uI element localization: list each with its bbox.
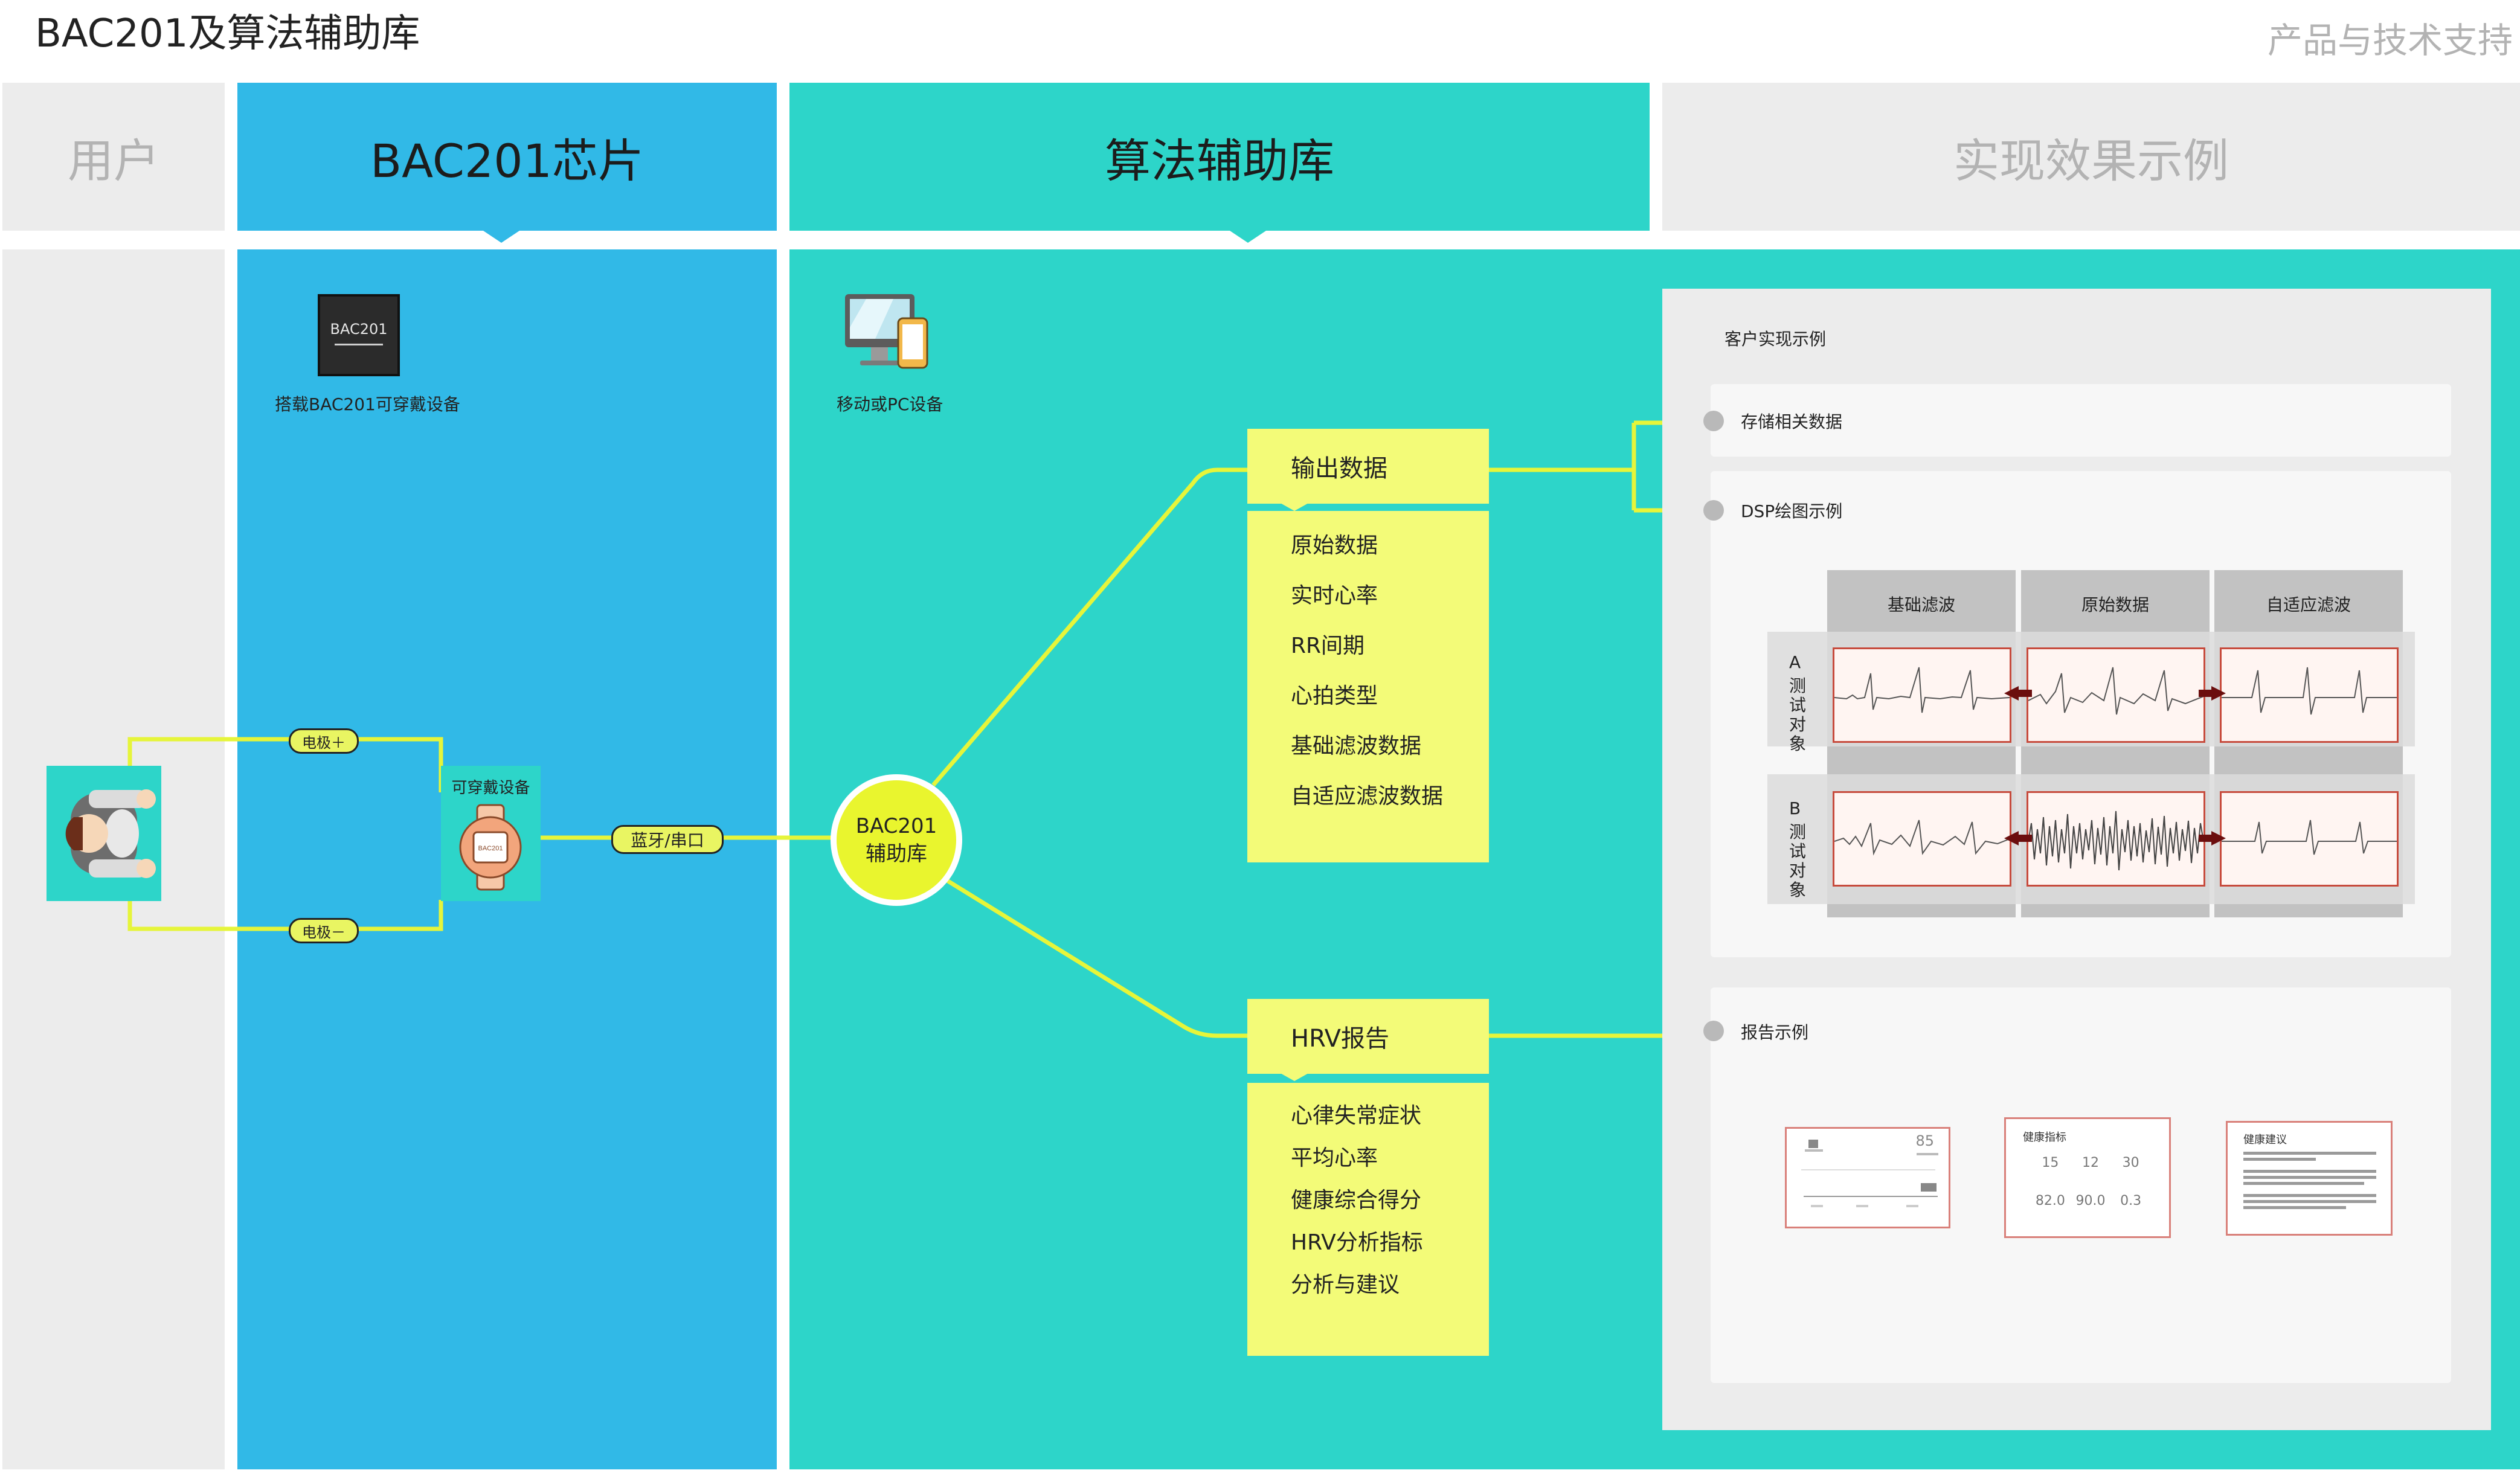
metric-value: 15	[2042, 1155, 2059, 1170]
column-header-chip: BAC201芯片	[237, 83, 777, 231]
storage-label: 存储相关数据	[1741, 412, 1843, 432]
metric-value: 90.0	[2075, 1193, 2106, 1208]
hrv-report-header: HRV报告	[1247, 999, 1489, 1074]
advice-text-lines	[2243, 1152, 2376, 1209]
person-icon	[65, 789, 156, 878]
storage-bullet	[1703, 411, 1724, 431]
storage-card	[1711, 384, 2451, 457]
row-b-label: 测试对象	[1789, 822, 1807, 900]
hrv-item: 平均心率	[1291, 1146, 1378, 1170]
demo-panel-title: 客户实现示例	[1724, 329, 1827, 349]
hrv-item: 心律失常症状	[1291, 1103, 1422, 1128]
report-score-thumb: 85	[1785, 1127, 1950, 1228]
metric-value: 12	[2081, 1155, 2099, 1170]
hrv-header-pointer	[1279, 1073, 1310, 1081]
score-graphic	[1801, 1140, 1938, 1207]
column-header-demo: 实现效果示例	[1662, 83, 2520, 231]
chip-icon: BAC201	[318, 294, 400, 376]
hrv-report-list: 心律失常症状 平均心率 健康综合得分 HRV分析指标 分析与建议	[1247, 1083, 1489, 1356]
wave-header-adaptive: 自适应滤波	[2266, 595, 2351, 615]
hub-circle: BAC201 辅助库	[837, 780, 956, 900]
output-item: 自适应滤波数据	[1291, 784, 1444, 809]
chip-icon-label: BAC201	[330, 321, 388, 338]
report-bullet	[1703, 1021, 1724, 1041]
report-metrics-thumb: 健康指标 15 12 30 82.0 90.0 0.3	[2004, 1117, 2171, 1238]
hrv-item: 健康综合得分	[1291, 1188, 1422, 1213]
column-header-algo: 算法辅助库	[789, 83, 1650, 231]
output-header-pointer	[1279, 502, 1310, 511]
output-data-list: 原始数据 实时心率 RR间期 心拍类型 基础滤波数据 自适应滤波数据	[1247, 511, 1489, 862]
user-figure	[47, 766, 161, 901]
algo-device-caption: 移动或PC设备	[837, 394, 943, 414]
electrode-plus-tag: 电极＋	[289, 728, 359, 754]
row-a-letter: A	[1789, 652, 1801, 672]
page-title: BAC201及算法辅助库	[35, 11, 420, 56]
row-a-label: 测试对象	[1789, 676, 1807, 754]
output-item: 实时心率	[1291, 583, 1378, 608]
column-header-user: 用户	[2, 83, 225, 231]
row-b-letter: B	[1789, 798, 1801, 818]
score-value: 85	[1915, 1132, 1934, 1149]
report-label: 报告示例	[1741, 1022, 1809, 1042]
hrv-item: 分析与建议	[1291, 1272, 1400, 1297]
metrics-title: 健康指标	[2023, 1131, 2066, 1144]
output-item: 心拍类型	[1291, 684, 1378, 708]
report-advice-thumb: 健康建议	[2226, 1121, 2393, 1236]
dsp-label: DSP绘图示例	[1741, 501, 1843, 521]
output-item: RR间期	[1291, 634, 1365, 658]
metric-value: 82.0	[2035, 1193, 2065, 1208]
hub-line2: 辅助库	[866, 842, 927, 866]
electrode-minus-tag: 电极－	[289, 918, 359, 943]
metrics-grid: 15 12 30 82.0 90.0 0.3	[2030, 1155, 2151, 1208]
metric-value: 0.3	[2120, 1193, 2142, 1208]
output-data-header: 输出数据	[1247, 429, 1489, 504]
dsp-bullet	[1703, 500, 1724, 521]
chip-device-caption: 搭载BAC201可穿戴设备	[275, 394, 460, 414]
watch-chip-text: BAC201	[478, 845, 503, 852]
wearable-device: 可穿戴设备 BAC201	[441, 766, 541, 901]
bluetooth-serial-tag: 蓝牙/串口	[611, 825, 724, 854]
output-item: 基础滤波数据	[1291, 734, 1422, 759]
watch-icon: BAC201	[459, 804, 522, 891]
chip-icon-line	[335, 344, 383, 345]
hrv-item: HRV分析指标	[1291, 1230, 1423, 1255]
metric-value: 30	[2122, 1155, 2139, 1170]
wearable-device-label: 可穿戴设备	[451, 779, 530, 797]
support-text: 产品与技术支持	[2267, 20, 2513, 61]
wave-header-raw: 原始数据	[2081, 595, 2149, 615]
wave-b-basic	[1833, 791, 2011, 887]
output-item: 原始数据	[1291, 533, 1378, 558]
wave-a-adaptive	[2220, 647, 2399, 743]
hub-line1: BAC201	[855, 814, 937, 838]
wave-header-basic: 基础滤波	[1887, 595, 1955, 615]
advice-title: 健康建议	[2243, 1134, 2287, 1146]
computer-phone-icon	[845, 294, 928, 369]
hub-circle-outer: BAC201 辅助库	[831, 774, 962, 906]
wave-a-raw	[2027, 647, 2205, 743]
header-notches	[483, 231, 1266, 243]
wave-b-adaptive	[2220, 791, 2399, 887]
